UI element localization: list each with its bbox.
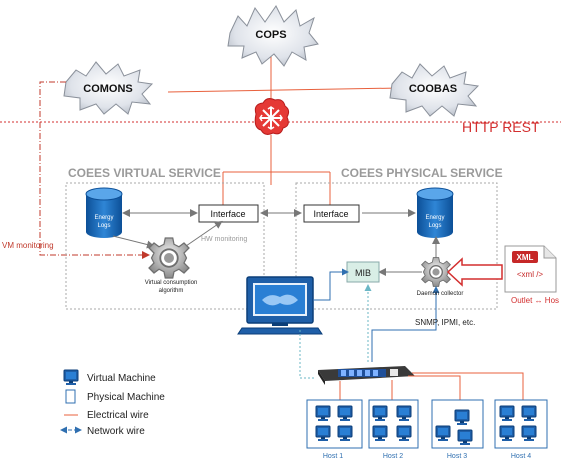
snmp-label: SNMP, IPMI, etc.: [415, 318, 475, 327]
host-electrical-wires: [339, 372, 524, 400]
virtual-db-label-1: Energy: [94, 215, 113, 221]
physical-service-title: COEES PHYSICAL SERVICE: [341, 166, 503, 180]
virtual-interface-label: Interface: [210, 209, 245, 219]
internal-data-arrows: [112, 209, 440, 276]
legend-virtual-machine-label: Virtual Machine: [87, 373, 156, 384]
hw-monitoring-label: HW monitoring: [201, 236, 247, 243]
physical-interface-label: Interface: [313, 209, 348, 219]
host-1-label: Host 1: [323, 453, 343, 460]
vm-monitoring-label: VM monitoring: [2, 241, 54, 250]
virtual-consumption-gear-icon: [148, 237, 190, 279]
legend-physical-machine-label: Physical Machine: [87, 392, 165, 403]
legend-virtual-machine-icon: [63, 369, 79, 386]
physical-interface-box: [303, 204, 360, 223]
algorithm-label-1: Virtual consumption: [145, 280, 198, 286]
legend-electrical-wire-label: Electrical wire: [87, 410, 149, 421]
cops-cloud: [227, 5, 319, 67]
network-wire-hosts-pdu: [299, 330, 316, 379]
legend-physical-machine-icon: [65, 389, 76, 404]
xml-input-arrow: [446, 257, 503, 287]
virtual-interface-box: [198, 204, 259, 223]
daemon-collector-gear-icon: [420, 256, 452, 288]
xml-file-icon: [504, 245, 557, 293]
coobas-cloud: [389, 63, 480, 117]
physical-service-box: [295, 182, 498, 310]
virtual-service-box: [65, 182, 265, 310]
host-3-label: Host 3: [447, 453, 467, 460]
network-hub-icon: [254, 98, 290, 135]
coobas-label: COOBAS: [409, 83, 457, 95]
host-2-label: Host 2: [383, 453, 403, 460]
comons-cloud: [63, 61, 154, 115]
physical-db-label-1: Energy: [425, 215, 444, 221]
vm-monitoring-wire: [39, 81, 150, 259]
algorithm-label-2: algorithm: [159, 288, 184, 294]
pdu-device-icon: [318, 366, 415, 385]
xml-caption-label: Outlet ↔ Hos: [511, 296, 559, 305]
mib-label: MIB: [355, 268, 371, 278]
daemon-collector-label: Daemon collector: [417, 291, 464, 297]
network-wire-monitor-mib: [313, 268, 349, 301]
virtual-service-title: COEES VIRTUAL SERVICE: [68, 166, 221, 180]
legend-network-wire-label: Network wire: [87, 426, 145, 437]
virtual-db-label-2: Logs: [97, 223, 110, 229]
physical-machine-monitor-icon: [237, 276, 323, 335]
xml-badge-label: XML: [517, 253, 534, 262]
virtual-energy-logs-db: [85, 187, 123, 238]
cops-label: COPS: [255, 29, 286, 41]
xml-tag-label: <xml />: [517, 270, 544, 279]
http-rest-label: HTTP REST: [462, 119, 540, 135]
host-4-label: Host 4: [511, 453, 531, 460]
comons-label: COMONS: [83, 83, 133, 95]
physical-db-label-2: Logs: [428, 223, 441, 229]
physical-energy-logs-db: [416, 187, 454, 238]
network-wire-pdu-collector: [371, 286, 440, 362]
top-electrical-wires: [167, 48, 401, 205]
